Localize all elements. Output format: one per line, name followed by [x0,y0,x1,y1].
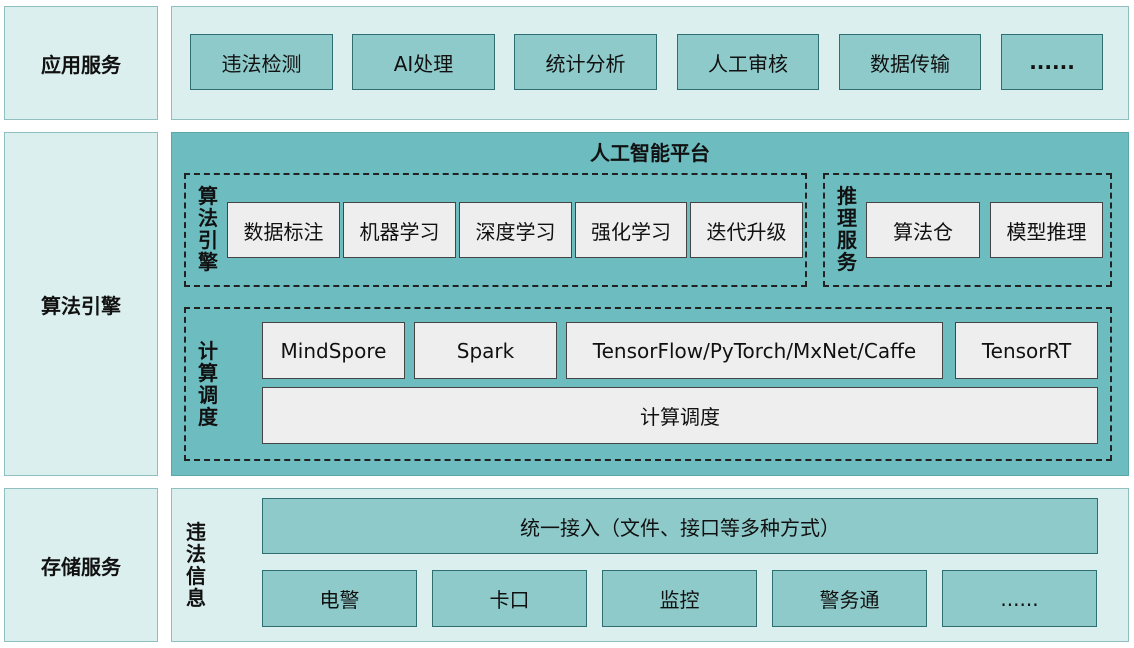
storage-layer-label-text: 存储服务 [41,554,121,579]
app-item-violation-detection: 违法检测 [190,34,333,90]
source-label: 电警 [319,588,360,612]
app-layer-label-text: 应用服务 [41,52,121,77]
inference-item-label: 模型推理 [1006,219,1087,244]
algo-layer-label: 算法引擎 [4,132,158,476]
app-item-label: AI处理 [393,51,454,76]
ai-platform-title: 人工智能平台 [520,136,780,166]
source-checkpoint: 卡口 [432,570,587,627]
app-layer-label: 应用服务 [4,6,158,120]
framework-label: Spark [456,338,515,363]
unified-access-label: 统一接入（文件、接口等多种方式） [520,515,840,540]
app-item-manual-review: 人工审核 [677,34,819,90]
framework-label: MindSpore [280,338,387,363]
app-item-label: 数据传输 [870,51,950,76]
engine-item-data-labeling: 数据标注 [227,202,340,258]
engine-item-machine-learning: 机器学习 [343,202,456,258]
engine-item-reinforcement-learning: 强化学习 [575,202,687,258]
app-item-statistics: 统计分析 [514,34,657,90]
source-police-terminal: 警务通 [772,570,927,627]
app-item-more: ...... [1001,34,1103,90]
engine-item-deep-learning: 深度学习 [459,202,572,258]
framework-label: TensorFlow/PyTorch/MxNet/Caffe [592,338,917,363]
source-label: ...... [1000,586,1039,611]
inference-item-algorithm-repo: 算法仓 [866,202,980,258]
source-electronic-police: 电警 [262,570,417,627]
algorithm-engine-group-label: 算法引擎 [198,184,218,274]
source-label: 卡口 [489,588,530,612]
violation-info-label: 违法信息 [186,520,206,610]
compute-scheduler-bar: 计算调度 [262,387,1098,444]
inference-service-group [823,173,1112,287]
engine-item-label: 迭代升级 [706,219,787,244]
app-item-label: 违法检测 [221,51,302,76]
engine-item-label: 强化学习 [591,219,671,244]
inference-item-label: 算法仓 [893,219,953,244]
ai-platform-title-text: 人工智能平台 [590,140,710,165]
algorithm-engine-group [184,173,807,287]
unified-access-bar: 统一接入（文件、接口等多种方式） [262,498,1098,554]
framework-spark: Spark [414,322,557,379]
inference-service-group-label: 推理服务 [837,184,857,274]
compute-scheduler-label: 计算调度 [640,405,720,429]
app-item-label: 人工审核 [708,51,788,76]
source-label: 监控 [659,588,700,612]
app-item-label: 统计分析 [545,51,626,76]
app-item-ai-processing: AI处理 [352,34,495,90]
framework-tensorrt: TensorRT [955,322,1098,379]
compute-scheduling-group [184,307,1112,461]
engine-item-label: 深度学习 [475,219,556,244]
engine-item-iterative-upgrade: 迭代升级 [690,202,803,258]
compute-scheduling-group-label: 计算调度 [198,339,218,429]
app-item-data-transfer: 数据传输 [839,34,981,90]
engine-item-label: 机器学习 [359,219,440,244]
app-item-label: ...... [1029,50,1075,74]
algo-layer-label-text: 算法引擎 [41,293,121,318]
engine-item-label: 数据标注 [243,219,324,244]
framework-mindspore: MindSpore [262,322,405,379]
source-more: ...... [942,570,1097,627]
framework-tensorflow-pytorch-mxnet-caffe: TensorFlow/PyTorch/MxNet/Caffe [566,322,943,379]
framework-label: TensorRT [981,338,1072,363]
source-surveillance: 监控 [602,570,757,627]
storage-layer-label: 存储服务 [4,488,158,642]
inference-item-model-inference: 模型推理 [990,202,1103,258]
source-label: 警务通 [819,588,880,612]
